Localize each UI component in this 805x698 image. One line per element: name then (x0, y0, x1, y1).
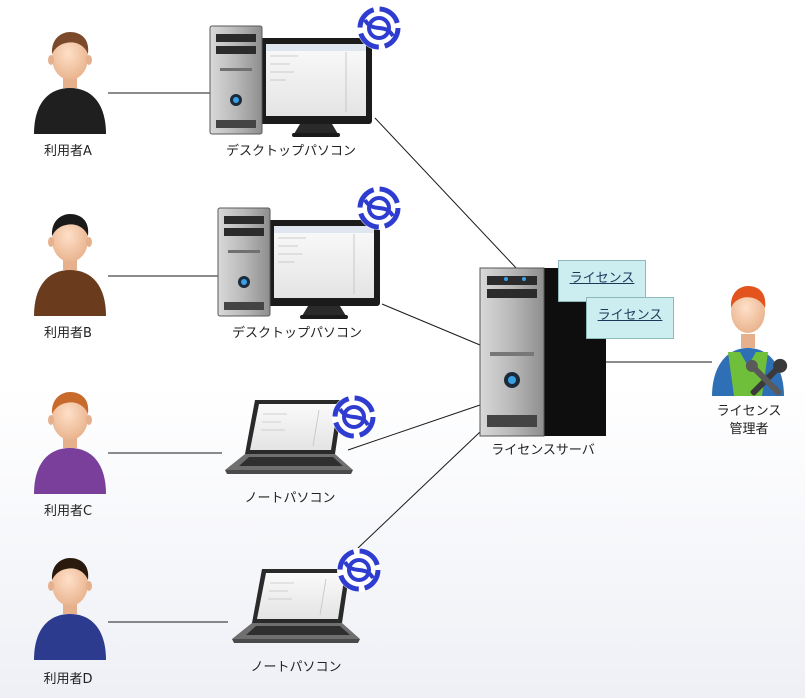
license-badge-icon (357, 186, 401, 230)
user-b-label: 利用者B (44, 326, 92, 341)
device-d-label: ノートパソコン (250, 660, 342, 675)
license-badge-icon (357, 6, 401, 50)
connection-lines (108, 92, 712, 623)
user-c-label: 利用者C (43, 504, 93, 519)
desktop-pc-b-icon (217, 207, 381, 320)
desktop-pc-a-icon (209, 25, 373, 138)
license-badge-icon (332, 395, 376, 439)
device-c-label: ノートパソコン (244, 491, 336, 506)
user-d-icon (34, 558, 106, 660)
server-label: ライセンスサーバ (491, 443, 595, 458)
user-c-icon (34, 392, 106, 494)
license-card[interactable]: ライセンス (586, 297, 674, 339)
user-b-icon (34, 214, 106, 316)
user-a-icon (34, 32, 106, 134)
license-server-icon (479, 267, 606, 437)
user-a-label: 利用者A (44, 144, 92, 159)
admin-label-line2: 管理者 (729, 422, 769, 437)
license-card[interactable]: ライセンス (558, 260, 646, 302)
admin-label-line1: ライセンス (716, 404, 782, 419)
user-d-label: 利用者D (43, 672, 93, 687)
device-a-label: デスクトップパソコン (225, 144, 356, 159)
license-admin-icon (712, 286, 788, 396)
license-badge-icon (337, 548, 381, 592)
device-b-label: デスクトップパソコン (231, 326, 362, 341)
